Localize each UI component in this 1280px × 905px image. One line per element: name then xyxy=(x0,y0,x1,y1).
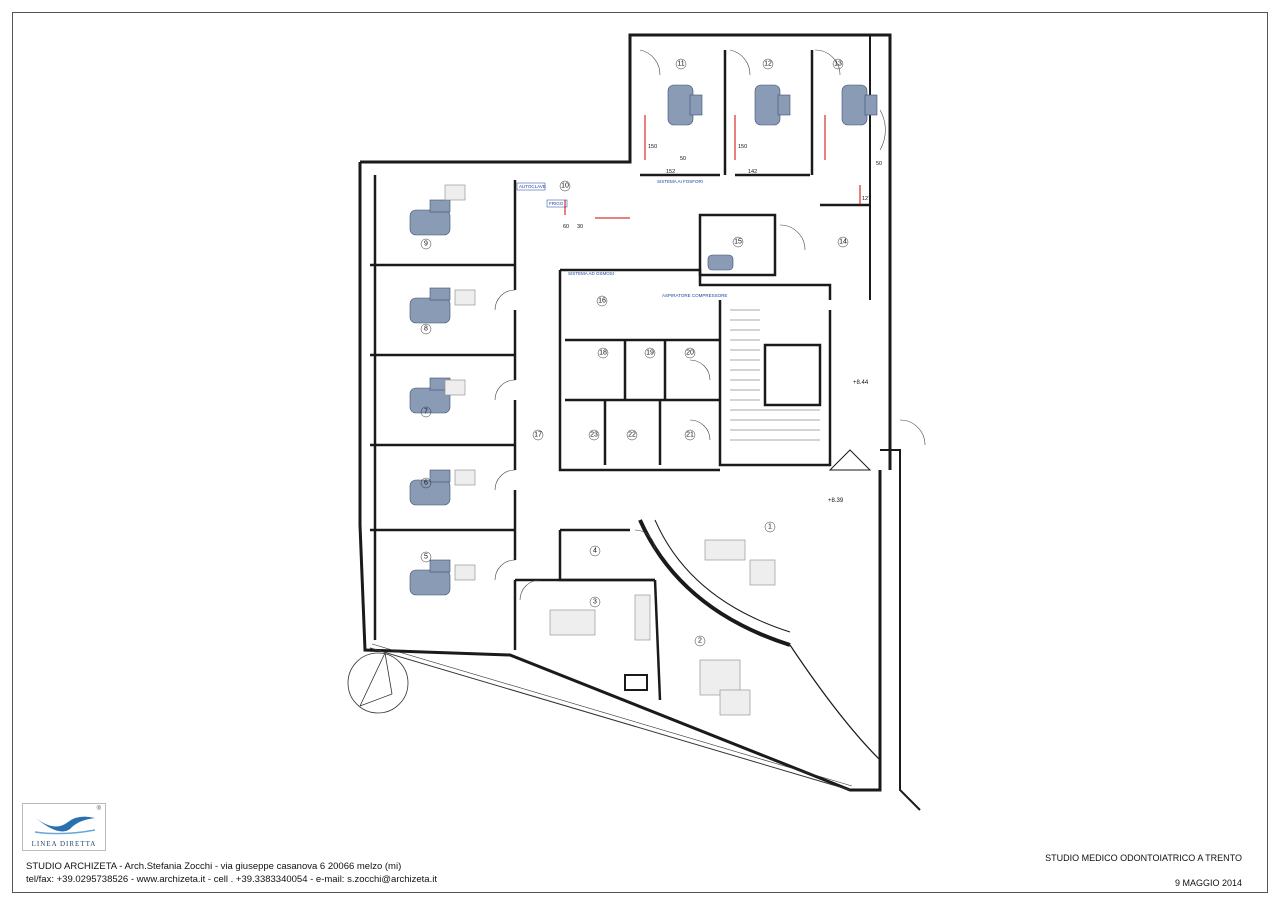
top-room-partitions xyxy=(640,50,870,207)
room-label-17: 17 xyxy=(534,432,542,439)
logo-text: LINEA DIRETTA xyxy=(31,840,97,848)
room-label-1: 1 xyxy=(768,524,772,531)
lower-walls xyxy=(515,449,881,761)
room-label-21: 21 xyxy=(686,432,694,439)
level-lower: +8.39 xyxy=(828,498,844,504)
dimension-labels: 150 150 152 142 50 50 60 30 127 xyxy=(563,144,882,230)
door-arcs xyxy=(494,49,926,601)
room-label-7: 7 xyxy=(424,409,428,416)
project-date: 9 MAGGIO 2014 xyxy=(1174,878,1242,888)
room-label-14: 14 xyxy=(839,239,847,246)
room-label-6: 6 xyxy=(424,480,428,487)
facade-line-inner xyxy=(371,643,853,787)
dim-142: 142 xyxy=(748,169,757,175)
room-label-10: 10 xyxy=(561,183,569,190)
room-label-4: 4 xyxy=(593,548,597,555)
dim-50a: 50 xyxy=(680,156,686,162)
dental-chairs-left xyxy=(409,199,451,596)
room-label-20: 20 xyxy=(686,350,694,357)
dim-152: 152 xyxy=(666,169,675,175)
dim-150a: 150 xyxy=(648,144,657,150)
central-walls xyxy=(558,213,832,472)
room-label-3: 3 xyxy=(593,599,597,606)
dim-150b: 150 xyxy=(738,144,747,150)
north-arrow xyxy=(347,652,409,714)
annotation-notes: AUTOCLAVE FRIGO SISTEMA AI FOSFORI SISTE… xyxy=(516,179,727,298)
room-label-13: 13 xyxy=(834,61,842,68)
dim-60a: 60 xyxy=(563,224,569,230)
red-dimensions xyxy=(564,115,861,219)
studio-contacts: tel/fax: +39.0295738526 - www.archizeta.… xyxy=(26,874,437,885)
room-label-19: 19 xyxy=(646,350,654,357)
room-label-18: 18 xyxy=(599,350,607,357)
level-upper: +8.44 xyxy=(853,380,869,386)
logo: ® LINEA DIRETTA xyxy=(22,803,106,851)
studio-address: STUDIO ARCHIZETA - Arch.Stefania Zocchi … xyxy=(26,861,402,872)
room-label-2: 2 xyxy=(698,638,702,645)
room-labels: 1 2 3 4 5 6 7 8 9 10 11 12 13 14 15 16 1… xyxy=(420,58,849,647)
furniture xyxy=(444,184,776,716)
room-label-15: 15 xyxy=(734,239,742,246)
note-frigo: FRIGO xyxy=(549,201,564,206)
staircase xyxy=(730,309,820,441)
dim-50b: 50 xyxy=(876,161,882,167)
note-aspiratore: ASPIRATORE COMPRESSORE xyxy=(662,293,727,298)
dental-chairs-top xyxy=(667,84,878,271)
room-label-23: 23 xyxy=(590,432,598,439)
logo-registered: ® xyxy=(96,806,101,812)
dim-30: 30 xyxy=(577,224,583,230)
left-room-partitions xyxy=(370,175,517,650)
note-fosfori: SISTEMA AI FOSFORI xyxy=(657,179,703,184)
room-label-16: 16 xyxy=(598,298,606,305)
room-label-8: 8 xyxy=(424,326,428,333)
room-label-22: 22 xyxy=(628,432,636,439)
room-label-5: 5 xyxy=(424,554,428,561)
note-autoclave: AUTOCLAVE xyxy=(519,184,546,189)
note-osmosi: SISTEMA AD OSMOSI xyxy=(568,271,614,276)
dim-127: 127 xyxy=(862,196,871,202)
logo-bird-icon xyxy=(31,814,96,835)
room-label-9: 9 xyxy=(424,241,428,248)
facade-line xyxy=(369,647,851,791)
outer-walls xyxy=(358,33,921,811)
room-label-11: 11 xyxy=(677,61,684,68)
project-title: STUDIO MEDICO ODONTOIATRICO A TRENTO xyxy=(1045,853,1242,863)
room-label-12: 12 xyxy=(764,61,772,68)
drawing-frame xyxy=(12,12,1268,893)
